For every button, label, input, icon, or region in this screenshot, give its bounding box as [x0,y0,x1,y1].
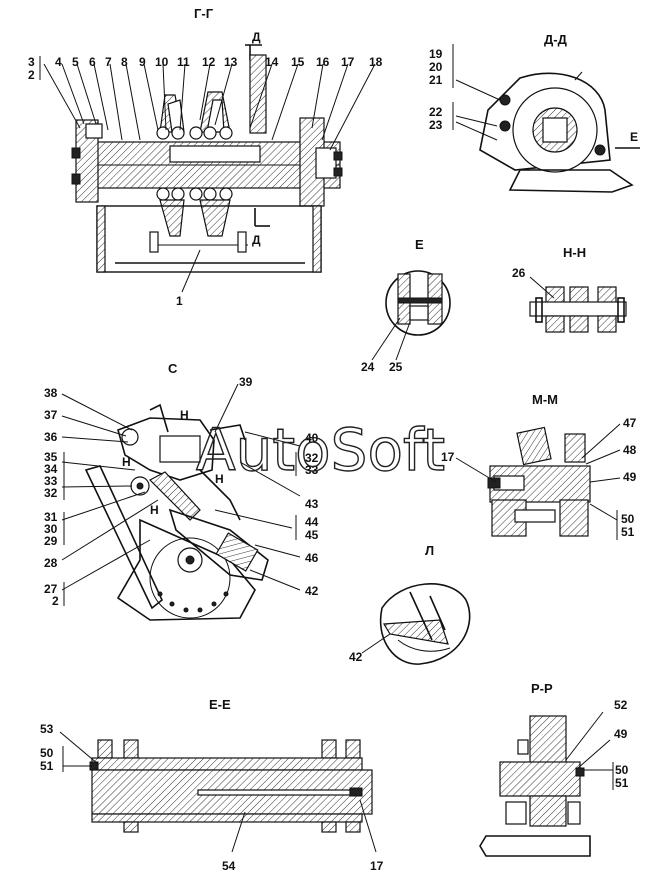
section-p-p: Р-Р 52 49 50 51 [479,681,629,857]
callout: 7 [105,55,112,69]
cut-mark-n: Н [180,408,189,422]
callout: 42 [305,584,319,598]
section-g-g: Г-Г Д [28,6,383,308]
section-title-ee: Е-Е [209,697,231,712]
callout: 36 [44,430,58,444]
callout: 21 [429,73,443,87]
callout: 34 [44,462,58,476]
callout: 24 [361,360,375,374]
section-title-n-n: Н-Н [563,245,586,260]
cut-mark-e: Е [630,130,638,144]
callout: 43 [305,497,319,511]
callout: 17 [341,55,355,69]
callout: 8 [121,55,128,69]
section-e-e: Е-Е 53 50 51 54 17 [40,697,384,873]
section-n-n: Н-Н 26 [512,245,627,333]
callout: 4 [55,55,62,69]
callout: 42 [349,650,363,664]
callout: 19 [429,47,443,61]
section-d-d: Д-Д Е 19 20 21 22 23 [429,32,640,193]
callout: 20 [429,60,443,74]
callout: 18 [369,55,383,69]
callout: 45 [305,528,319,542]
callout: 6 [89,55,96,69]
callout: 17 [370,859,384,873]
callout: 1 [176,294,183,308]
callout: 28 [44,556,58,570]
callout: 14 [265,55,279,69]
callout: 50 [40,746,54,760]
callout: 48 [623,443,637,457]
callout: 53 [40,722,54,736]
callout: 39 [239,375,253,389]
cut-mark-n: Н [215,472,224,486]
callout: 31 [44,510,58,524]
callout: 40 [305,431,319,445]
callout: 23 [429,118,443,132]
callout: 16 [316,55,330,69]
section-title-d-d: Д-Д [544,32,568,47]
section-title-l: Л [425,543,434,558]
callout: 22 [429,105,443,119]
cut-mark-n: Н [122,455,131,469]
callout: 30 [44,522,58,536]
callout: 54 [222,859,236,873]
callout: 11 [177,55,190,69]
callout: 32 [44,486,58,500]
callout: 38 [44,386,58,400]
callout: 47 [623,416,637,430]
callout: 33 [305,463,319,477]
callout: 33 [44,474,58,488]
cut-mark-d-top: Д [252,30,261,44]
callout: 51 [615,776,629,790]
callout: 49 [614,727,628,741]
callout: 9 [139,55,146,69]
callout: 3 [28,55,35,69]
callout: 37 [44,408,58,422]
section-title-p-p: Р-Р [531,681,553,696]
callout: 12 [202,55,216,69]
callout: 49 [623,470,637,484]
callout: 50 [615,763,629,777]
callout: 2 [28,68,35,82]
callout: 50 [621,512,635,526]
detail-e: Е 24 25 [361,237,451,374]
section-title-c: С [168,361,178,376]
section-title-g-g: Г-Г [194,6,214,21]
watermark: AutoSoft [196,416,445,484]
view-c: С Н Н Н Н [44,361,319,621]
callout: 13 [224,55,238,69]
callout: 32 [305,451,319,465]
callout: 17 [441,450,455,464]
callout: 44 [305,515,319,529]
section-m-m: М-М 47 17 48 49 50 51 [441,392,637,540]
callout: 26 [512,266,526,280]
callout: 25 [389,360,403,374]
section-title-m-m: М-М [532,392,558,407]
cut-mark-n: Н [150,503,159,517]
roller-dots [157,591,229,613]
callout: 51 [40,759,54,773]
callout: 10 [155,55,169,69]
callout: 5 [72,55,79,69]
callout: 51 [621,525,635,539]
callout: 52 [614,698,628,712]
callout: 2 [52,594,59,608]
callout: 46 [305,551,319,565]
callout: 29 [44,534,58,548]
detail-l: Л 42 [349,543,471,665]
callout: 27 [44,582,58,596]
callout: 35 [44,450,58,464]
section-title-e: Е [415,237,424,252]
cut-mark-d-bottom: Д [252,233,261,247]
callout: 15 [291,55,305,69]
